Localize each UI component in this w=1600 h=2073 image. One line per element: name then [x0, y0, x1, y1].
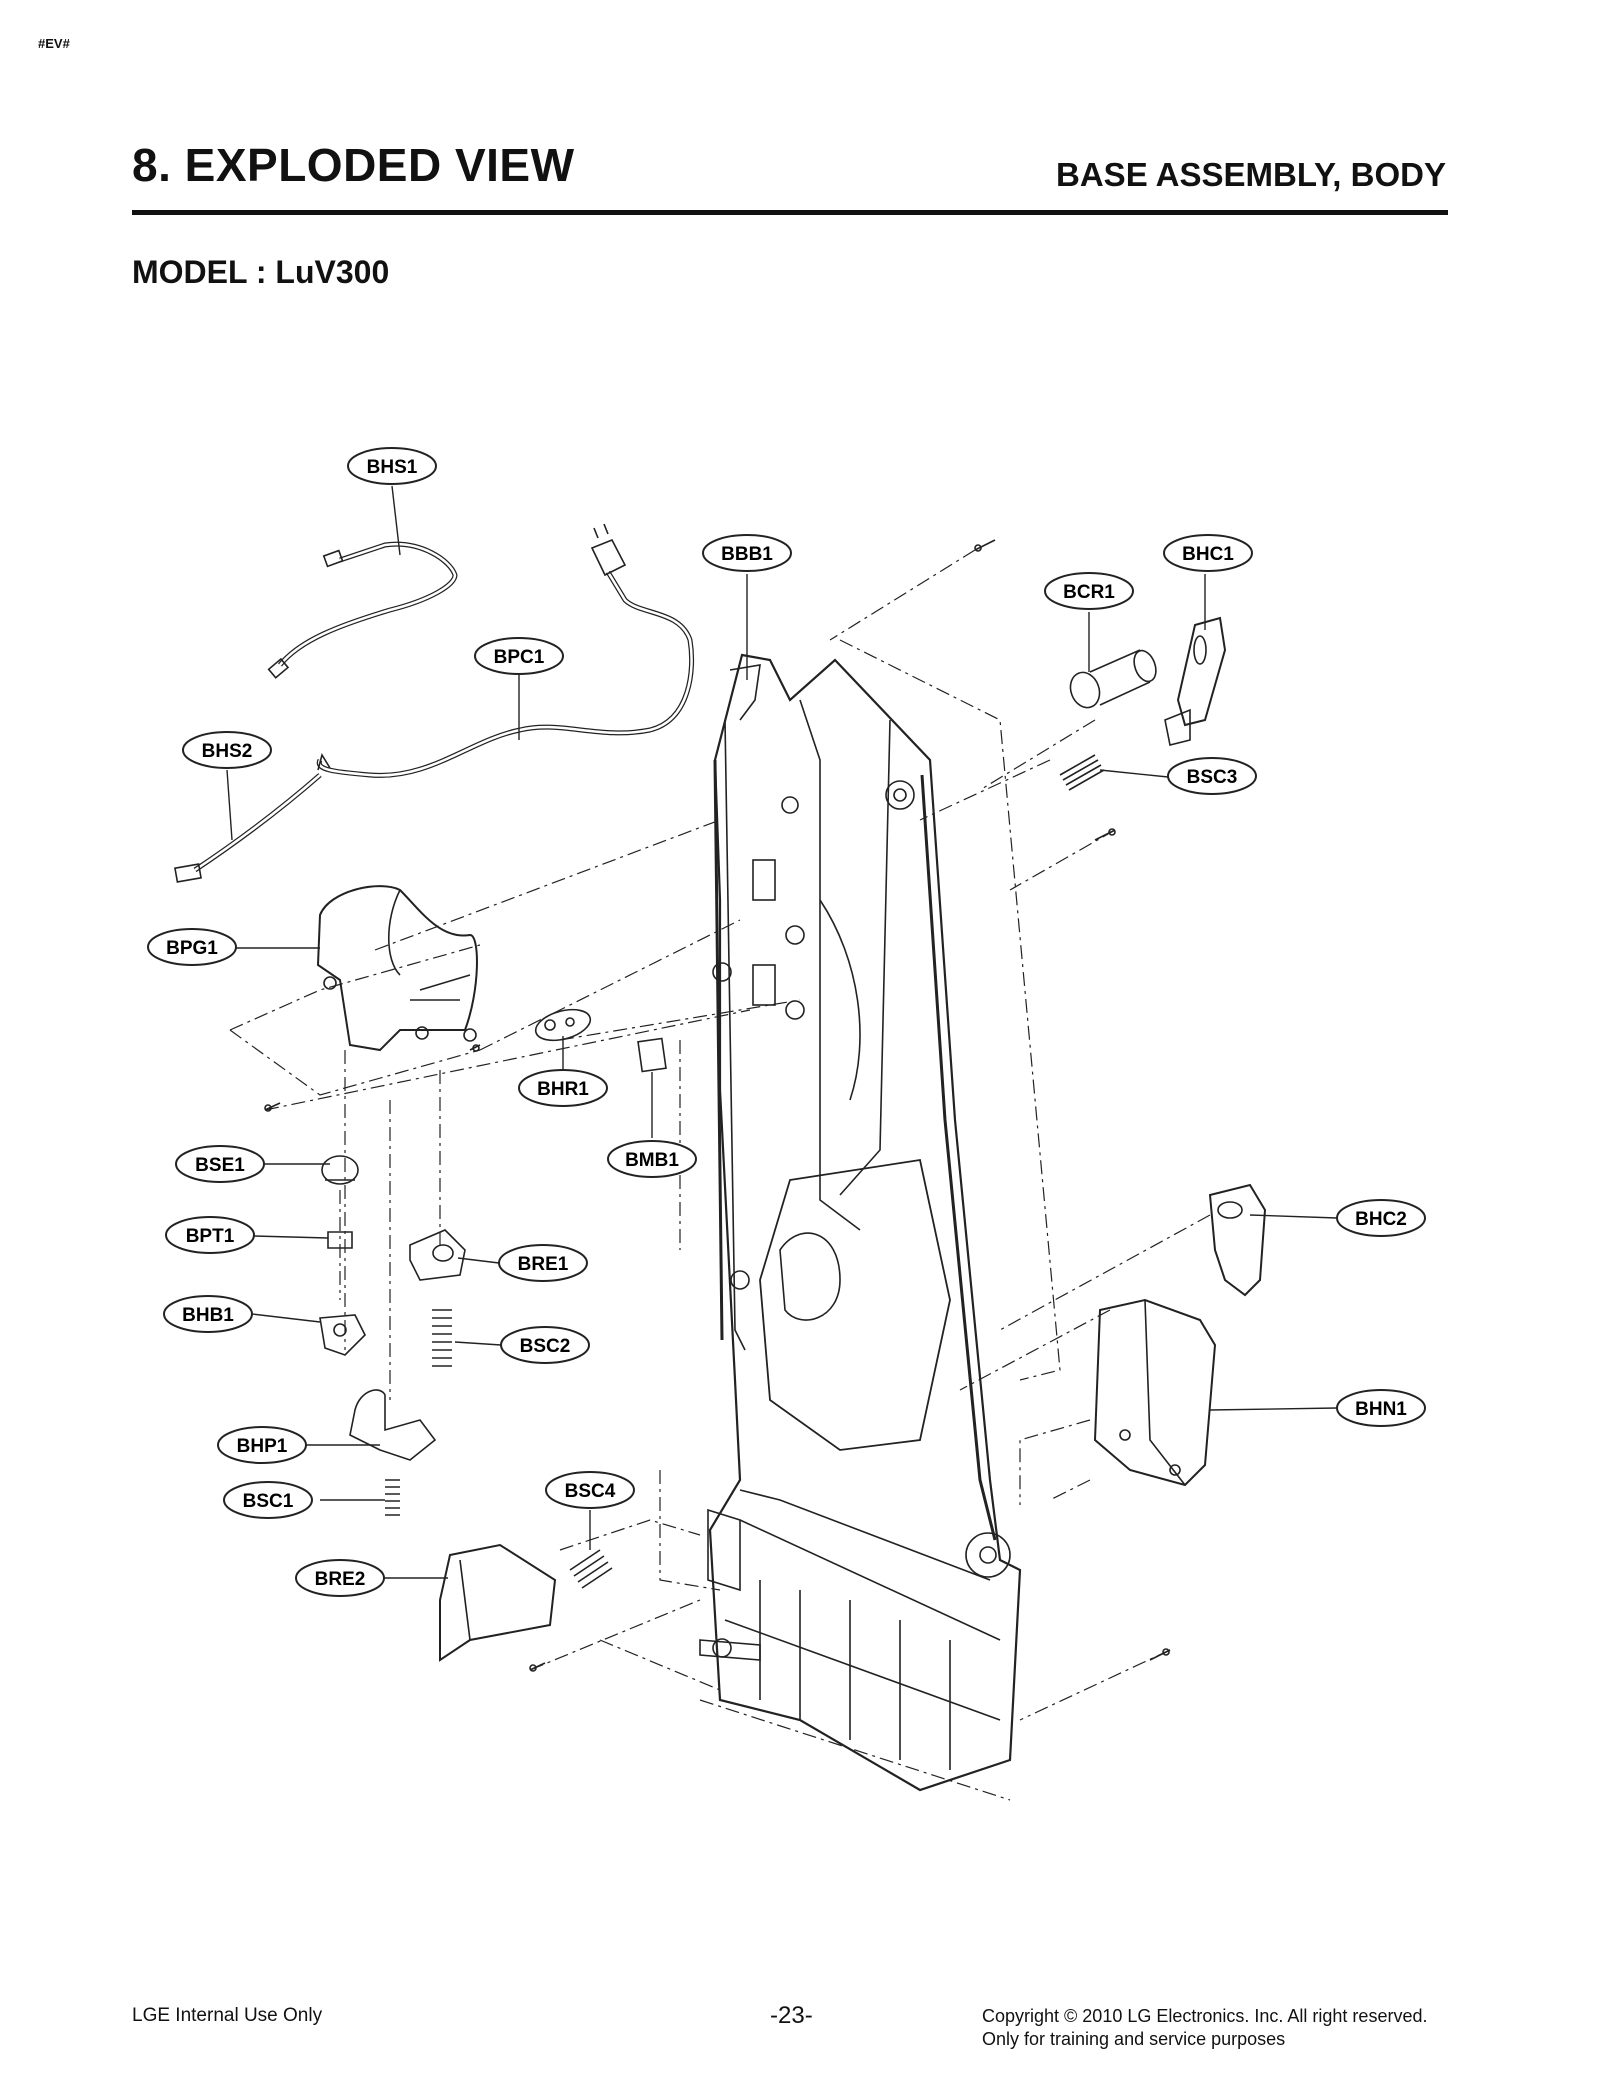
page-title: 8. EXPLODED VIEW — [132, 139, 575, 191]
callout-label-bre2: BRE2 — [315, 1569, 366, 1590]
callout-bpt1: BPT1 — [165, 1216, 255, 1254]
hinge-bhn1 — [1093, 1298, 1217, 1487]
spring-bsc2 — [432, 1309, 452, 1367]
callout-label-bsc3: BSC3 — [1187, 767, 1238, 788]
plate-bmb1 — [637, 1037, 667, 1073]
callout-label-bhb1: BHB1 — [182, 1305, 234, 1326]
release-bre1 — [409, 1229, 466, 1281]
spring-bsc1 — [385, 1479, 400, 1516]
footer-internal-use: LGE Internal Use Only — [132, 2005, 323, 2026]
callout-bsc3: BSC3 — [1167, 757, 1257, 795]
callout-bhc2: BHC2 — [1336, 1199, 1426, 1237]
callout-label-bhn1: BHN1 — [1355, 1399, 1407, 1420]
callout-bpg1: BPG1 — [147, 928, 237, 966]
callout-bse1: BSE1 — [175, 1145, 265, 1183]
callout-label-bbb1: BBB1 — [721, 544, 773, 565]
screws — [264, 539, 1171, 1672]
callout-bhn1: BHN1 — [1336, 1389, 1426, 1427]
copyright-line-1: Copyright © 2010 LG Electronics. Inc. Al… — [982, 2006, 1428, 2026]
callout-bhc1: BHC1 — [1163, 534, 1253, 572]
assembly-lines — [229, 549, 1211, 1801]
callout-bhs2: BHS2 — [182, 731, 272, 769]
callout-bsc1: BSC1 — [223, 1481, 313, 1519]
callout-bcr1: BCR1 — [1044, 572, 1134, 610]
section-subtitle: BASE ASSEMBLY, BODY — [1056, 156, 1446, 193]
body-shell — [699, 653, 1022, 1792]
callout-label-bsc1: BSC1 — [243, 1491, 294, 1512]
callout-label-bse1: BSE1 — [195, 1155, 245, 1176]
power-cord — [316, 523, 695, 778]
callout-bpc1: BPC1 — [474, 637, 564, 675]
grip-bpg1 — [316, 885, 478, 1052]
callout-bsc2: BSC2 — [500, 1326, 590, 1364]
callout-label-bsc4: BSC4 — [565, 1481, 616, 1502]
footer-copyright: Copyright © 2010 LG Electronics. Inc. Al… — [982, 2005, 1427, 2051]
wire-harness-bhs1 — [267, 541, 458, 679]
callout-label-bsc2: BSC2 — [520, 1336, 571, 1357]
callout-label-bhs1: BHS1 — [367, 457, 418, 478]
callout-label-bhs2: BHS2 — [202, 741, 253, 762]
model-label: MODEL : LuV300 — [132, 254, 390, 290]
callout-label-bpc1: BPC1 — [494, 647, 545, 668]
holder-bhr1 — [534, 1008, 592, 1042]
document-tag: #EV# — [38, 36, 70, 51]
holder-bhb1 — [319, 1314, 366, 1356]
callout-bhp1: BHP1 — [217, 1426, 307, 1464]
callout-bre1: BRE1 — [498, 1244, 588, 1282]
handle-bhc1 — [1164, 616, 1227, 746]
callout-bmb1: BMB1 — [607, 1140, 697, 1178]
callout-bhb1: BHB1 — [163, 1295, 253, 1333]
spring-bsc4 — [569, 1549, 613, 1589]
leader-lines — [226, 485, 1338, 1579]
handle-bhc2 — [1208, 1183, 1267, 1297]
callout-bsc4: BSC4 — [545, 1471, 635, 1509]
spring-bsc3 — [1059, 754, 1105, 791]
cover-bcr1 — [1069, 649, 1157, 709]
callout-label-bcr1: BCR1 — [1063, 582, 1115, 603]
release-bre2 — [439, 1543, 557, 1662]
callout-bbb1: BBB1 — [702, 534, 792, 572]
callout-label-bre1: BRE1 — [518, 1254, 569, 1275]
callout-bhs1: BHS1 — [347, 447, 437, 485]
page-number: -23- — [770, 2002, 813, 2029]
pedal-bhp1 — [349, 1389, 437, 1461]
callout-label-bpg1: BPG1 — [166, 938, 218, 959]
title-rule — [132, 210, 1448, 215]
callout-label-bhr1: BHR1 — [537, 1079, 589, 1100]
part-bpt1 — [327, 1231, 353, 1249]
callout-label-bmb1: BMB1 — [625, 1150, 679, 1171]
copyright-line-2: Only for training and service purposes — [982, 2029, 1286, 2049]
callout-bhr1: BHR1 — [518, 1069, 608, 1107]
callout-label-bhc1: BHC1 — [1182, 544, 1234, 565]
callout-label-bpt1: BPT1 — [186, 1226, 235, 1247]
callout-label-bhc2: BHC2 — [1355, 1209, 1407, 1230]
switch-bse1 — [321, 1155, 359, 1185]
callout-bre2: BRE2 — [295, 1559, 385, 1597]
wire-harness-bhs2 — [174, 752, 331, 883]
callout-label-bhp1: BHP1 — [237, 1436, 288, 1457]
